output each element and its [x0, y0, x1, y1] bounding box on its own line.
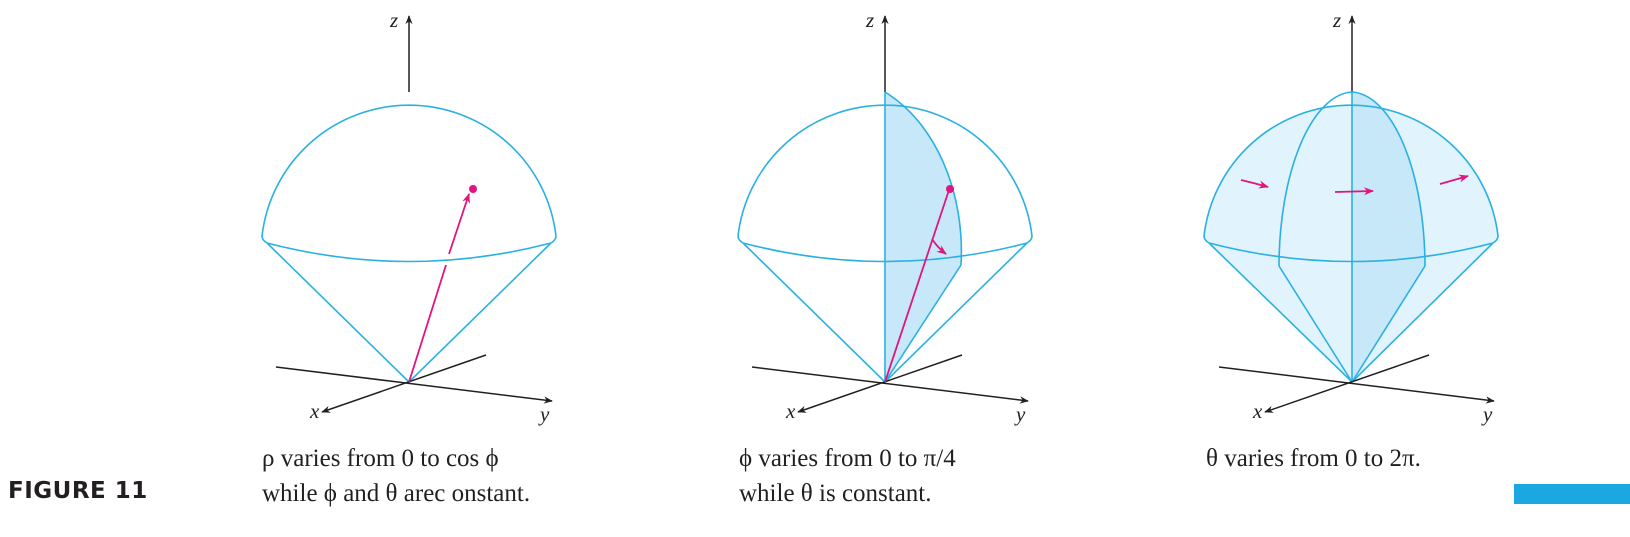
- rho-point: [946, 185, 954, 193]
- theta-arrow-left: [1240, 179, 1269, 189]
- y-axis: [1218, 366, 1495, 404]
- sphere-cap: [261, 104, 557, 237]
- panel-1-caption-line-2: while ϕ and θ arec onstant.: [262, 480, 531, 507]
- corner-color-bar: [1514, 484, 1630, 504]
- cone-edge-right: [884, 242, 1028, 383]
- cone-base-ellipse: [1208, 242, 1494, 263]
- solid-fill: [1204, 105, 1498, 383]
- wedge-edge-slant: [884, 264, 962, 383]
- x-axis-label: x: [309, 399, 320, 423]
- theta-arrow-center: [1334, 187, 1374, 196]
- rho-vector: [884, 189, 950, 383]
- figure-label: FIGURE 11: [8, 478, 148, 504]
- cap-rim-left: [261, 235, 268, 244]
- x-axis-label: x: [1252, 399, 1263, 423]
- cone-edge-right: [1351, 242, 1494, 383]
- wedge-region: [1352, 92, 1425, 382]
- cone-edge-right: [408, 242, 552, 383]
- theta-arrow-right: [1439, 174, 1469, 185]
- rho-point: [469, 185, 477, 193]
- panel-2-caption-line-1: ϕ varies from 0 to π/4: [739, 445, 956, 472]
- cone-line-left: [1278, 265, 1353, 383]
- rho-vector-back: [448, 193, 470, 255]
- z-axis-label: z: [865, 8, 874, 32]
- panel-3-caption-line-1: θ varies from 0 to 2π.: [1206, 445, 1421, 472]
- cone-edge-left: [742, 242, 886, 383]
- panel-1-caption-line-1: ρ varies from 0 to cos ϕ: [262, 445, 499, 472]
- meridian-right: [1351, 91, 1426, 267]
- z-axis-label: z: [389, 8, 398, 32]
- y-axis-label: y: [538, 402, 550, 426]
- meridian-left: [1278, 91, 1353, 267]
- cone-line-right: [1351, 265, 1426, 383]
- y-axis: [751, 366, 1029, 404]
- cap-rim-left: [1203, 235, 1210, 244]
- panel-3: z x y: [1203, 8, 1499, 426]
- panel-1: z x y: [261, 8, 557, 426]
- cap-rim-left: [737, 235, 744, 244]
- cone-edge-left: [266, 242, 410, 383]
- y-axis: [275, 366, 553, 404]
- cone-base-ellipse: [266, 242, 552, 263]
- z-axis-label: z: [1332, 8, 1341, 32]
- cap-rim-right: [1026, 235, 1033, 244]
- y-axis-label: y: [1014, 402, 1026, 426]
- y-axis-label: y: [1481, 402, 1493, 426]
- panel-2-caption-line-2: while θ is constant.: [739, 480, 932, 507]
- wedge-arc: [884, 91, 963, 266]
- cap-rim-right: [550, 235, 557, 244]
- wedge-region: [885, 92, 962, 382]
- cone-edge-left: [1208, 242, 1353, 383]
- phi-direction-arrow: [931, 238, 947, 255]
- rho-vector-front: [408, 264, 447, 383]
- panel-2: z x y: [737, 8, 1033, 426]
- sphere-cap: [1203, 104, 1499, 237]
- cap-rim-right: [1492, 235, 1499, 244]
- x-axis-label: x: [785, 399, 796, 423]
